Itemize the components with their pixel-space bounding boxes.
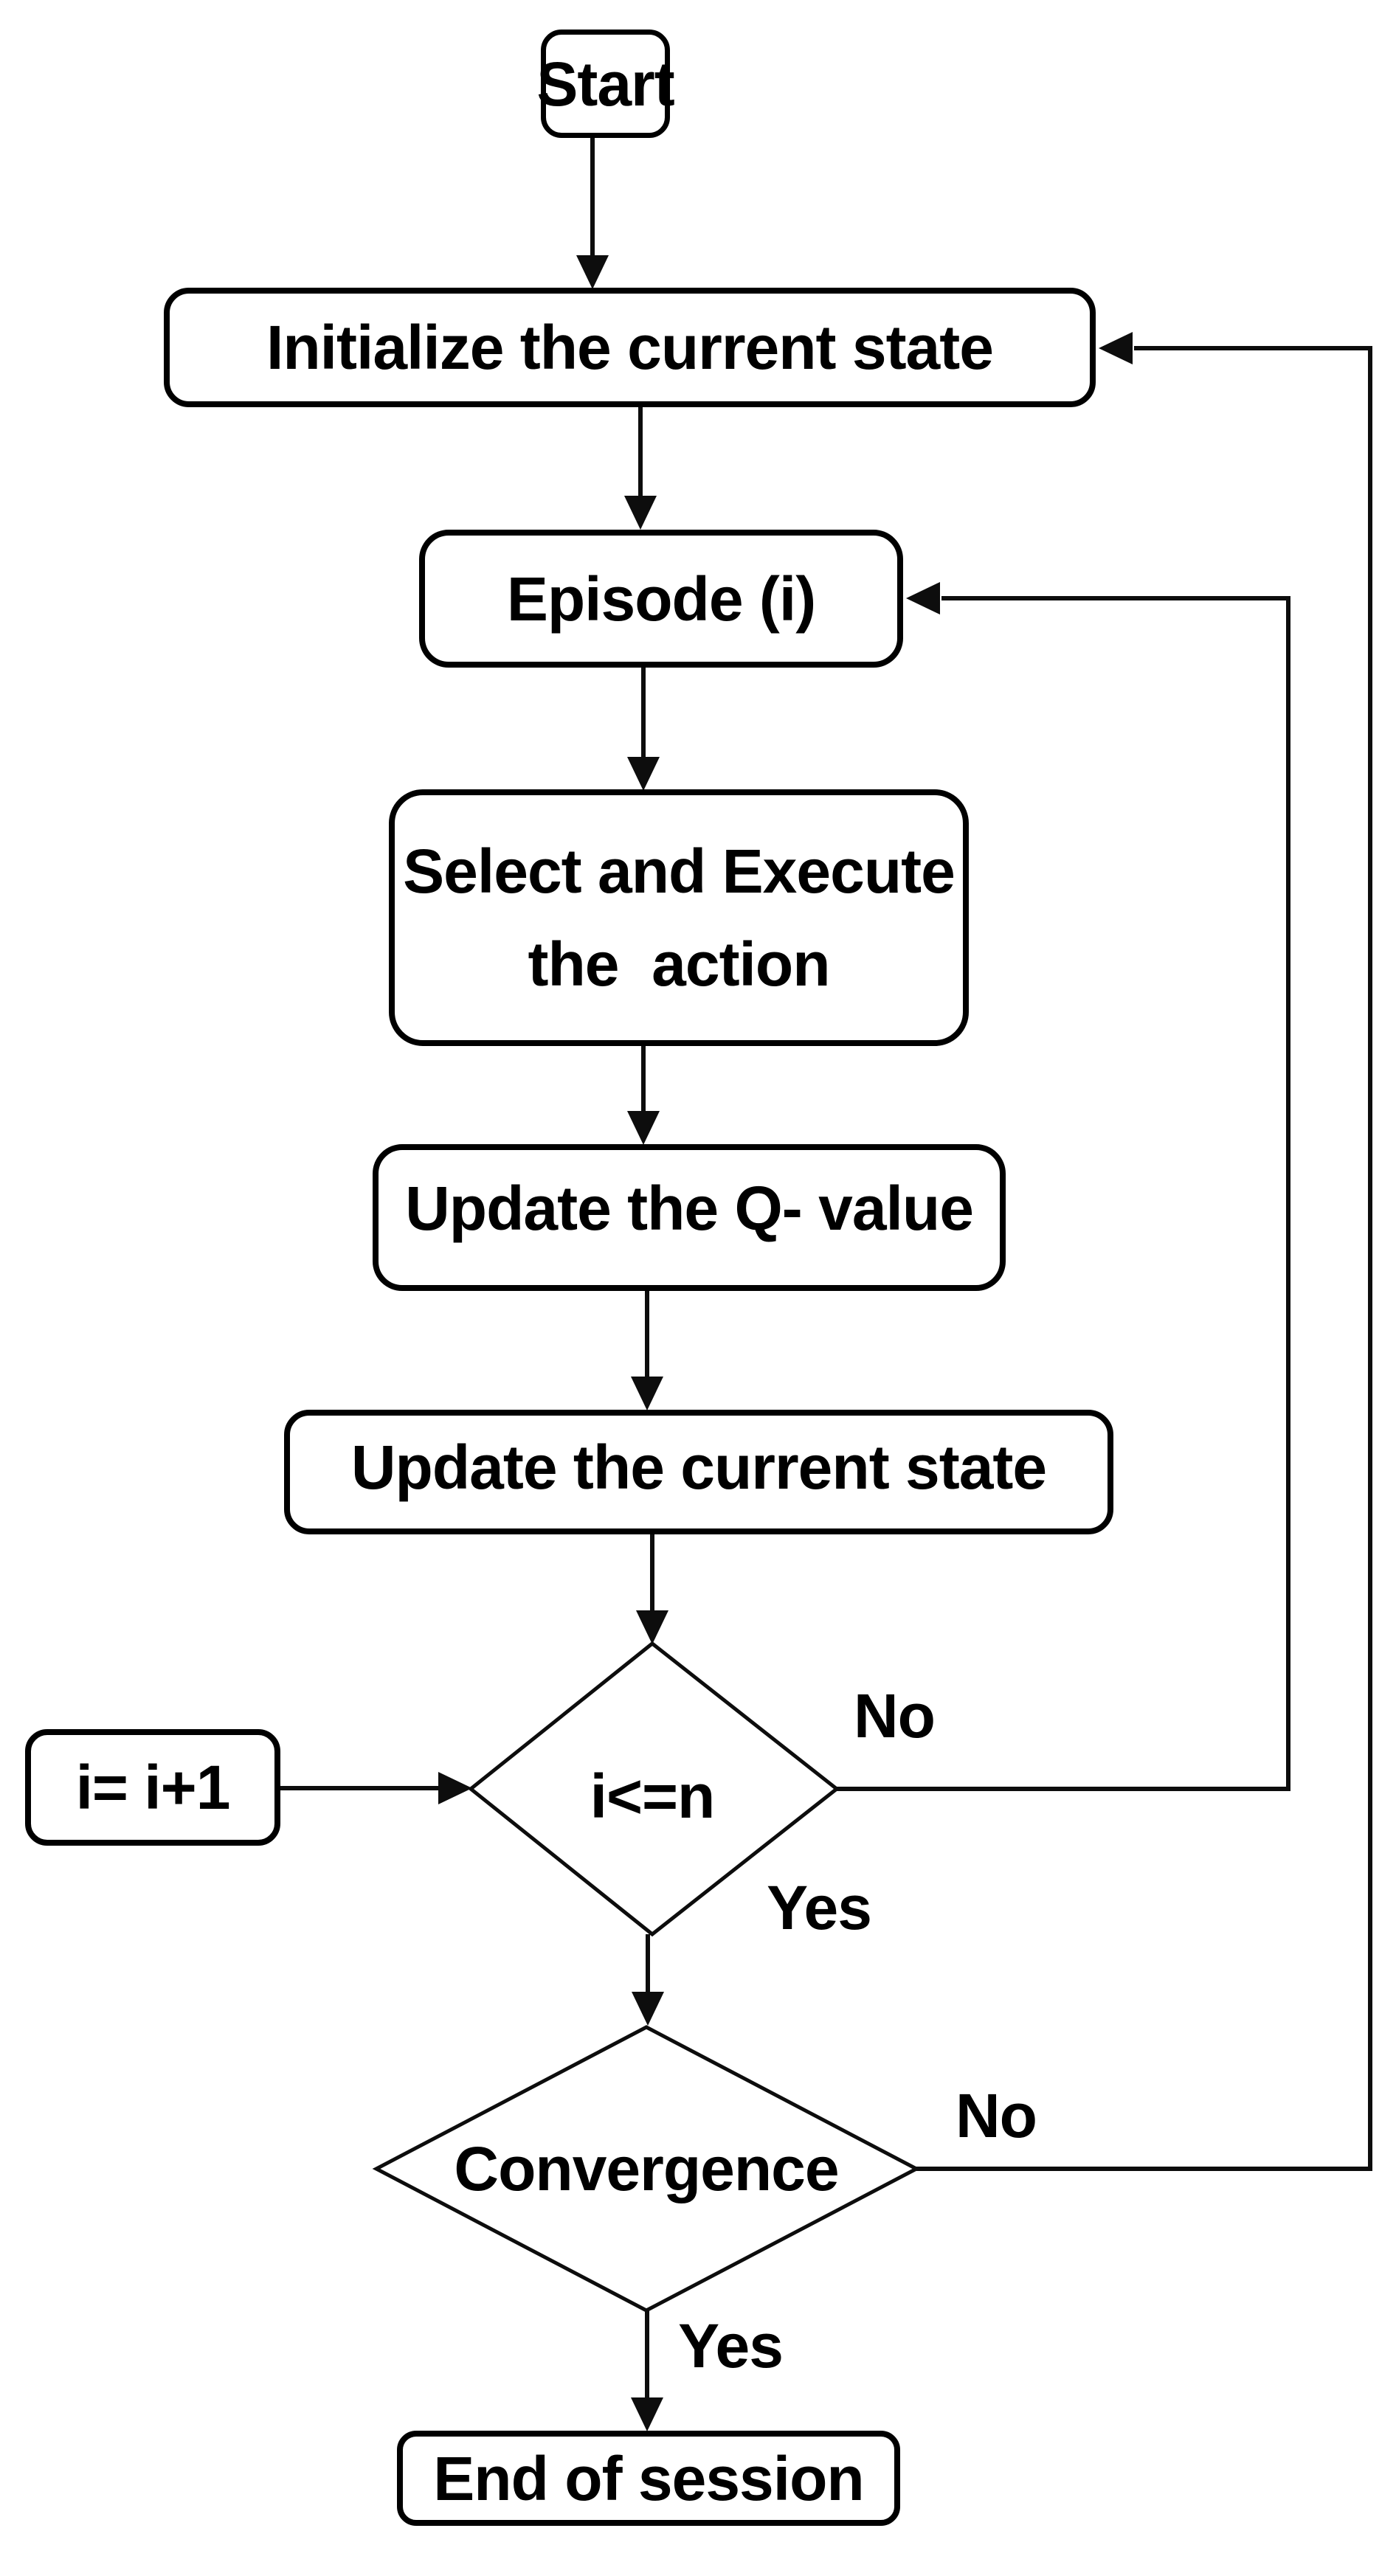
edge-loopcheck-no-episode [837, 582, 1290, 1791]
edge-label-convergence-no: No [956, 2080, 1037, 2150]
edge-convergence-no-initialize [916, 332, 1372, 2171]
edge-updatestate-loopcheck [636, 1534, 668, 1644]
node-episode: Episode (i) [419, 530, 903, 668]
decision-convergence-label: Convergence [454, 2133, 839, 2203]
node-update-current-state: Update the current state [284, 1410, 1113, 1534]
decision-convergence-shape [372, 2025, 921, 2313]
node-end-of-session-label: End of session [433, 2443, 864, 2513]
node-start: Start [536, 30, 675, 138]
edge-updateq-updatestate [631, 1291, 663, 1410]
edge-label-loop-no: No [854, 1680, 936, 1751]
node-start-label: Start [536, 49, 674, 119]
decision-loop-check-shape [468, 1641, 840, 1937]
node-select-execute-line2: the action [528, 929, 830, 999]
edge-start-initialize [576, 138, 609, 289]
edge-convergence-end [631, 2310, 663, 2431]
decision-loop-check-label: i<=n [590, 1761, 716, 1831]
edge-initialize-episode [624, 407, 657, 530]
edge-loopcheck-convergence [632, 1934, 664, 2026]
node-initialize-state: Initialize the current state [164, 288, 1096, 407]
node-increment-i: i= i+1 [25, 1729, 280, 1846]
edge-label-convergence-yes: Yes [678, 2310, 784, 2381]
node-update-q-value: Update the Q- value [373, 1144, 1006, 1291]
node-select-execute-action: Select and Execute the action [389, 789, 969, 1046]
node-increment-i-label: i= i+1 [75, 1753, 231, 1822]
node-update-q-value-label: Update the Q- value [405, 1173, 974, 1243]
edge-label-loop-yes: Yes [767, 1872, 872, 1942]
edge-increment-loopcheck [280, 1772, 472, 1804]
node-initialize-state-label: Initialize the current state [266, 313, 994, 382]
edge-select-updateq [627, 1046, 660, 1145]
node-end-of-session: End of session [397, 2431, 900, 2526]
edge-episode-select [627, 668, 660, 791]
node-episode-label: Episode (i) [506, 564, 816, 634]
node-select-execute-line1: Select and Execute [403, 837, 956, 906]
node-update-current-state-label: Update the current state [350, 1432, 1047, 1502]
